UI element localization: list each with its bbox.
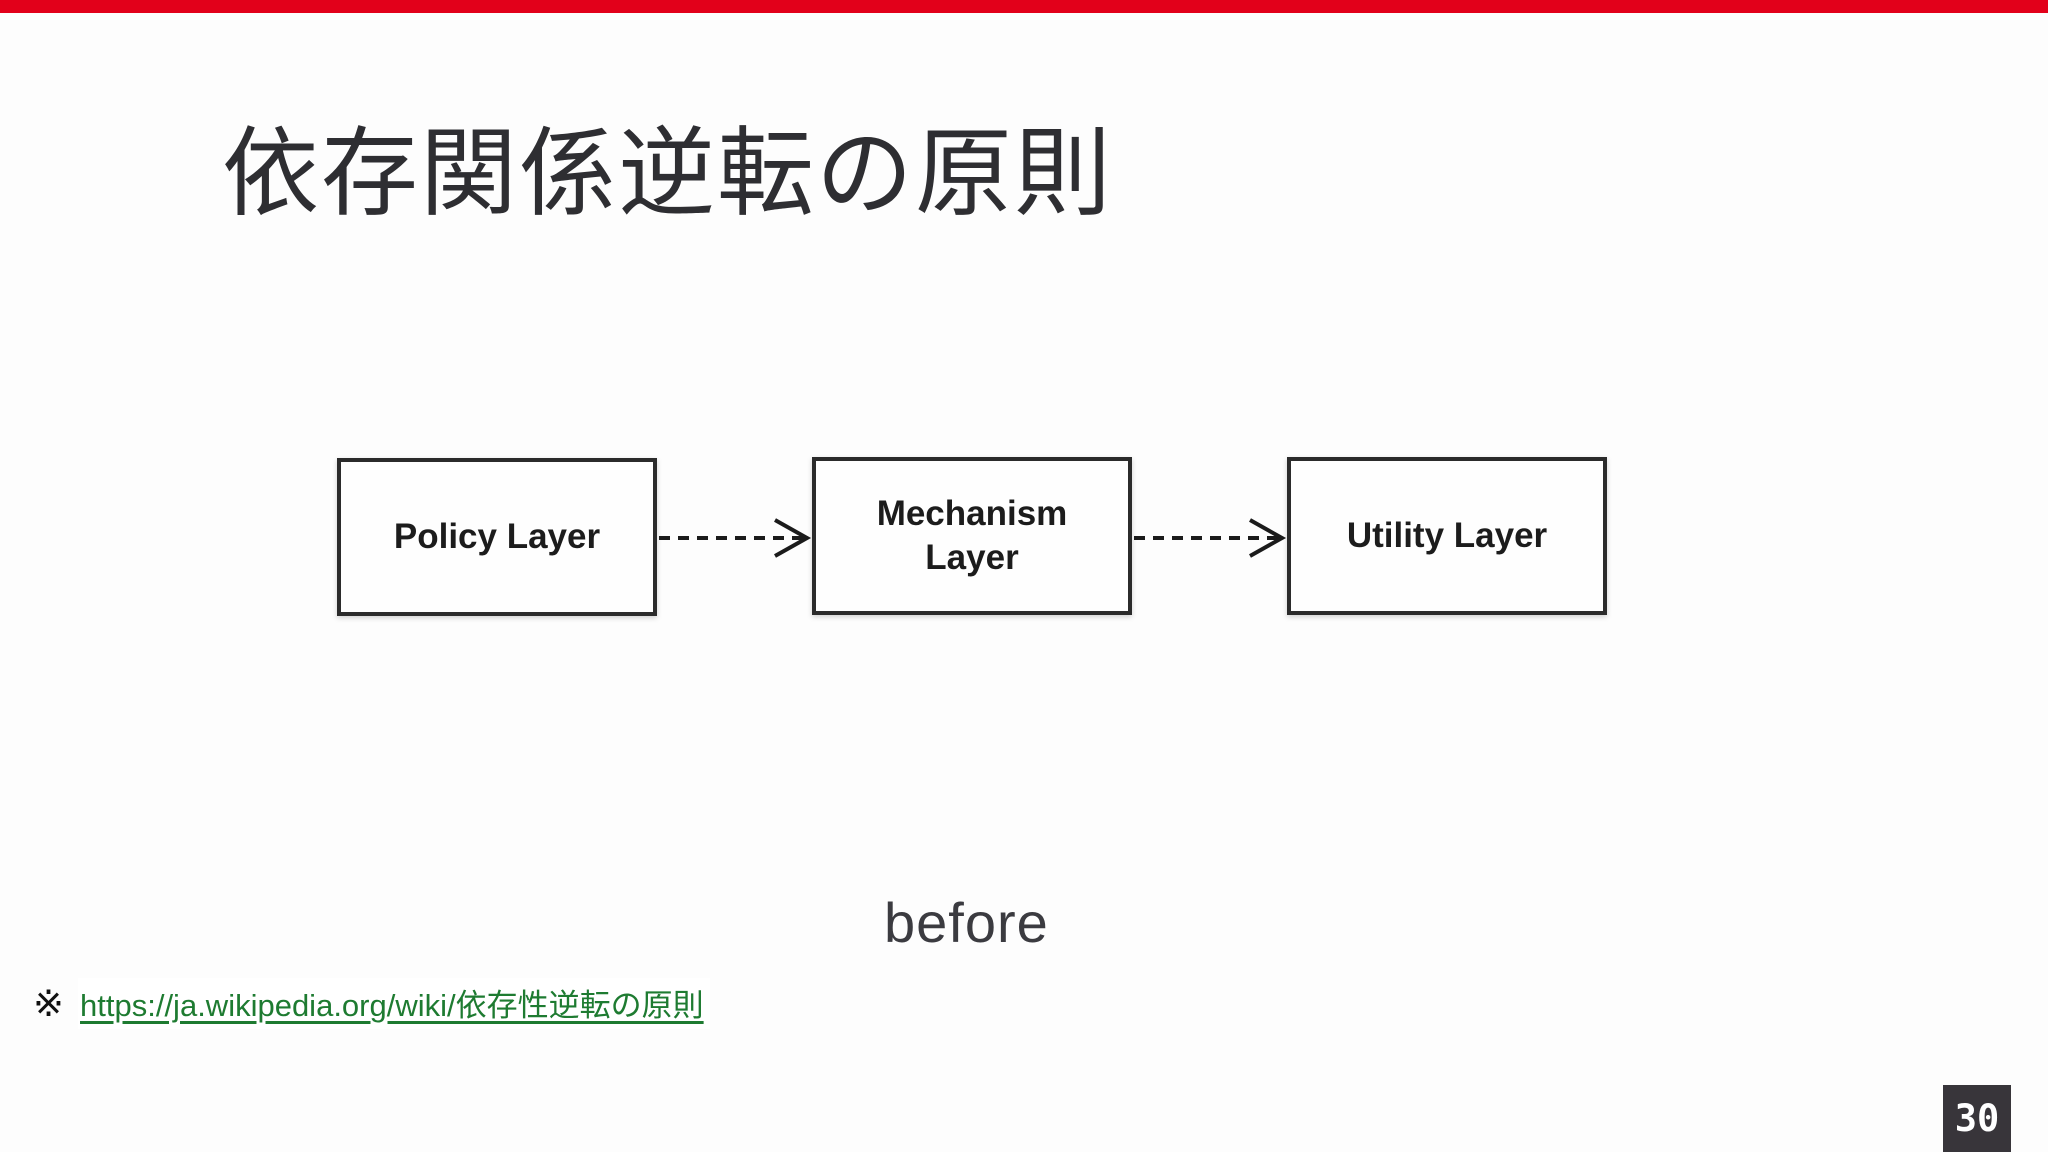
box-label-policy-layer: Policy Layer (393, 517, 601, 557)
diagram-box-utility-layer: Utility Layer (1287, 457, 1607, 615)
reference-mark-icon: ※ (33, 983, 65, 1024)
footnote: ※ https://ja.wikipedia.org/wiki/依存性逆転の原則 (33, 978, 710, 1029)
slide-title: 依存関係逆転の原則 (222, 118, 1113, 228)
diagram-box-policy-layer: Policy Layer (337, 458, 657, 616)
box-label-mechanism-layer: Mechanism Layer (876, 494, 1068, 577)
dashed-arrow-mechanism-to-utility (1134, 518, 1287, 558)
diagram-box-mechanism-layer: Mechanism Layer (812, 457, 1132, 615)
page-number-badge: 30 (1943, 1085, 2011, 1152)
caption-before: before (884, 891, 1049, 954)
dashed-arrow-policy-to-mechanism (659, 518, 812, 558)
box-label-utility-layer: Utility Layer (1346, 516, 1548, 556)
top-accent-bar (0, 0, 2048, 13)
wikipedia-link[interactable]: https://ja.wikipedia.org/wiki/依存性逆転の原則 (78, 978, 710, 1029)
